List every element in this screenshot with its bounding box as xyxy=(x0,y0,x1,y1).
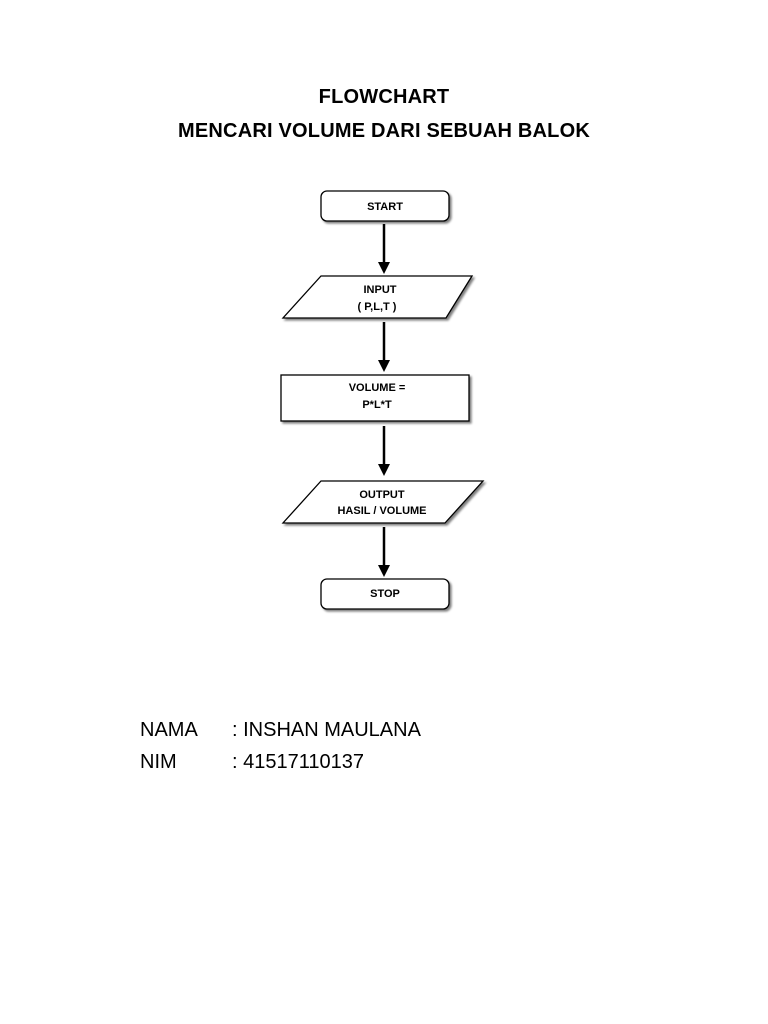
process-formula: P*L*T xyxy=(362,399,392,411)
name-value: : INSHAN MAULANA xyxy=(232,719,421,741)
flowchart-title: FLOWCHART xyxy=(318,86,450,108)
arrow-output-to-stop xyxy=(378,527,390,577)
stop-label: STOP xyxy=(370,588,400,600)
start-node: START xyxy=(320,190,450,222)
arrow-input-to-process xyxy=(378,322,390,372)
name-label: NAMA xyxy=(140,719,198,741)
flowchart-subtitle: MENCARI VOLUME DARI SEBUAH BALOK xyxy=(178,120,590,142)
stop-node: STOP xyxy=(320,578,450,610)
student-id-row: NIM : 41517110137 xyxy=(140,751,364,774)
output-node: OUTPUT HASIL / VOLUME xyxy=(281,480,485,524)
arrow-process-to-output xyxy=(378,426,390,476)
nim-value: : 41517110137 xyxy=(232,751,364,773)
arrow-start-to-input xyxy=(378,224,390,274)
input-label: INPUT xyxy=(364,284,397,296)
flowchart-diagram: START INPUT ( P,L,T ) VOLUME = P*L*T OUT… xyxy=(280,190,485,610)
input-node: INPUT ( P,L,T ) xyxy=(281,275,474,319)
output-label: OUTPUT xyxy=(359,489,405,501)
process-formula-label: VOLUME = xyxy=(349,382,406,394)
output-result: HASIL / VOLUME xyxy=(337,505,426,517)
process-node: VOLUME = P*L*T xyxy=(280,374,470,422)
nim-label: NIM xyxy=(140,751,177,773)
input-params: ( P,L,T ) xyxy=(358,301,397,313)
start-label: START xyxy=(367,201,403,213)
student-name-row: NAMA : INSHAN MAULANA xyxy=(140,719,421,742)
